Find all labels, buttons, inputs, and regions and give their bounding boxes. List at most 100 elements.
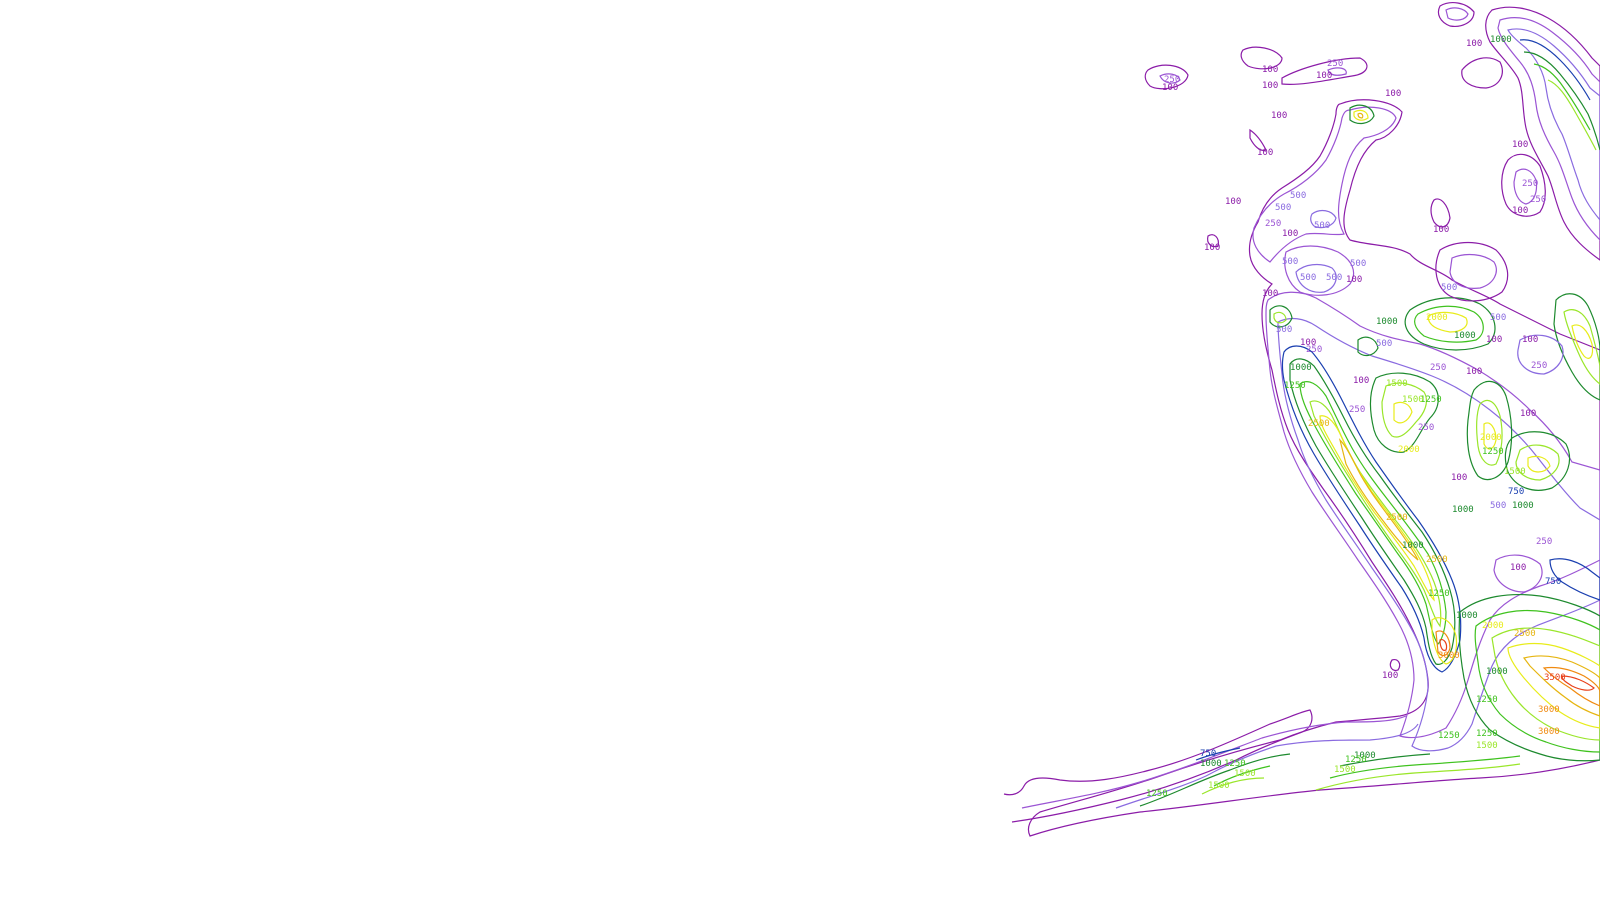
contour-label: 100 [1262, 289, 1278, 299]
contour-label: 100 [1385, 89, 1401, 99]
contour-label: 1000 [1354, 751, 1376, 761]
contour-label: 500 [1290, 191, 1306, 201]
contour-label: 100 [1262, 81, 1278, 91]
contour-label: 2500 [1308, 419, 1330, 429]
contour-label: 2000 [1482, 621, 1504, 631]
contour-label: 250 [1349, 405, 1365, 415]
contour-label: 100 [1262, 65, 1278, 75]
contour-line [1501, 153, 1546, 217]
contour-label: 3000 [1438, 651, 1460, 661]
contour-label: 1000 [1200, 759, 1222, 769]
contour-line [1339, 753, 1431, 767]
contour-label: 250 [1327, 59, 1343, 69]
contour-label: 500 [1314, 221, 1330, 231]
contour-label: 500 [1326, 273, 1342, 283]
contour-label: 2000 [1398, 445, 1420, 455]
contour-line [1299, 381, 1447, 645]
contour-label: 100 [1282, 229, 1298, 239]
contour-line [1315, 763, 1521, 791]
contour-line [1522, 655, 1600, 717]
contour-label: 100 [1346, 275, 1362, 285]
contour-line [1430, 198, 1451, 228]
contour-label: 1250 [1284, 381, 1306, 391]
contour-line [1571, 324, 1594, 359]
contour-label: 1250 [1224, 759, 1246, 769]
contour-line [1277, 317, 1600, 752]
contour-line [1144, 64, 1189, 90]
contour-label: 100 [1257, 148, 1273, 158]
contour-label: 500 [1490, 313, 1506, 323]
contour-label: 100 [1271, 111, 1287, 121]
contour-line [1533, 63, 1591, 131]
contour-line [1115, 723, 1419, 809]
contour-label: 100 [1316, 71, 1332, 81]
contour-label: 500 [1490, 501, 1506, 511]
contour-line [1427, 311, 1468, 333]
contour-label: 100 [1300, 338, 1316, 348]
contour-label: 2500 [1514, 629, 1536, 639]
contour-line [1527, 455, 1551, 473]
contour-line [1003, 709, 1313, 823]
contour-line [1273, 311, 1287, 324]
contour-label: 500 [1441, 283, 1457, 293]
contour-label: 100 [1520, 409, 1536, 419]
contour-line [1369, 372, 1439, 453]
contour-line [1549, 558, 1600, 601]
contour-label: 500 [1350, 259, 1366, 269]
contour-line [1476, 399, 1503, 466]
contour-label: 1250 [1345, 755, 1367, 765]
contour-line [1449, 253, 1497, 289]
contour-line [1517, 334, 1564, 375]
contour-label: 2000 [1426, 313, 1448, 323]
contour-line [1240, 46, 1283, 70]
contour-line [1201, 777, 1265, 795]
contour-label: 250 [1306, 345, 1322, 355]
contour-line [1357, 112, 1364, 119]
contour-line [1195, 747, 1241, 761]
contour-line [1437, 2, 1475, 27]
contour-label: 1250 [1420, 395, 1442, 405]
contour-label: 250 [1418, 423, 1434, 433]
contour-label: 250 [1164, 75, 1180, 85]
contour-label: 250 [1536, 537, 1552, 547]
contour-line [1458, 593, 1600, 762]
contour-label: 250 [1265, 219, 1281, 229]
contour-label: 500 [1300, 273, 1316, 283]
contour-line [1542, 666, 1600, 707]
contour-line [1504, 431, 1571, 491]
contour-label: 1250 [1476, 729, 1498, 739]
contour-line [1485, 6, 1600, 261]
contour-line [1329, 755, 1521, 779]
contour-label: 100 [1522, 335, 1538, 345]
contour-label: 250 [1531, 361, 1547, 371]
contour-label: 1500 [1476, 741, 1498, 751]
contour-label: 1500 [1334, 765, 1356, 775]
contour-label: 250 [1430, 363, 1446, 373]
contour-label: 100 [1451, 473, 1467, 483]
contour-label: 1000 [1486, 667, 1508, 677]
contour-label: 1250 [1438, 731, 1460, 741]
contour-line [1414, 305, 1484, 343]
contour-line [1431, 617, 1458, 665]
contour-line [1474, 609, 1600, 753]
contour-line [1295, 263, 1337, 293]
contour-label: 1500 [1504, 467, 1526, 477]
contour-line [1021, 715, 1407, 809]
contour-line [1507, 28, 1600, 221]
contour-line [1213, 765, 1271, 787]
contour-label: 1000 [1454, 331, 1476, 341]
contour-label: 100 [1466, 39, 1482, 49]
contour-lines [1003, 2, 1600, 837]
contour-line [1281, 57, 1368, 85]
contour-label: 3500 [1544, 673, 1566, 683]
contour-line [1265, 291, 1600, 739]
contour-line [1507, 642, 1600, 729]
contour-line [1327, 67, 1347, 76]
contour-line [1404, 297, 1496, 351]
contour-label: 500 [1276, 325, 1292, 335]
contour-line [1393, 401, 1413, 424]
contour-line [1513, 168, 1538, 205]
contour-line [1439, 639, 1448, 651]
contour-line [1547, 79, 1597, 151]
